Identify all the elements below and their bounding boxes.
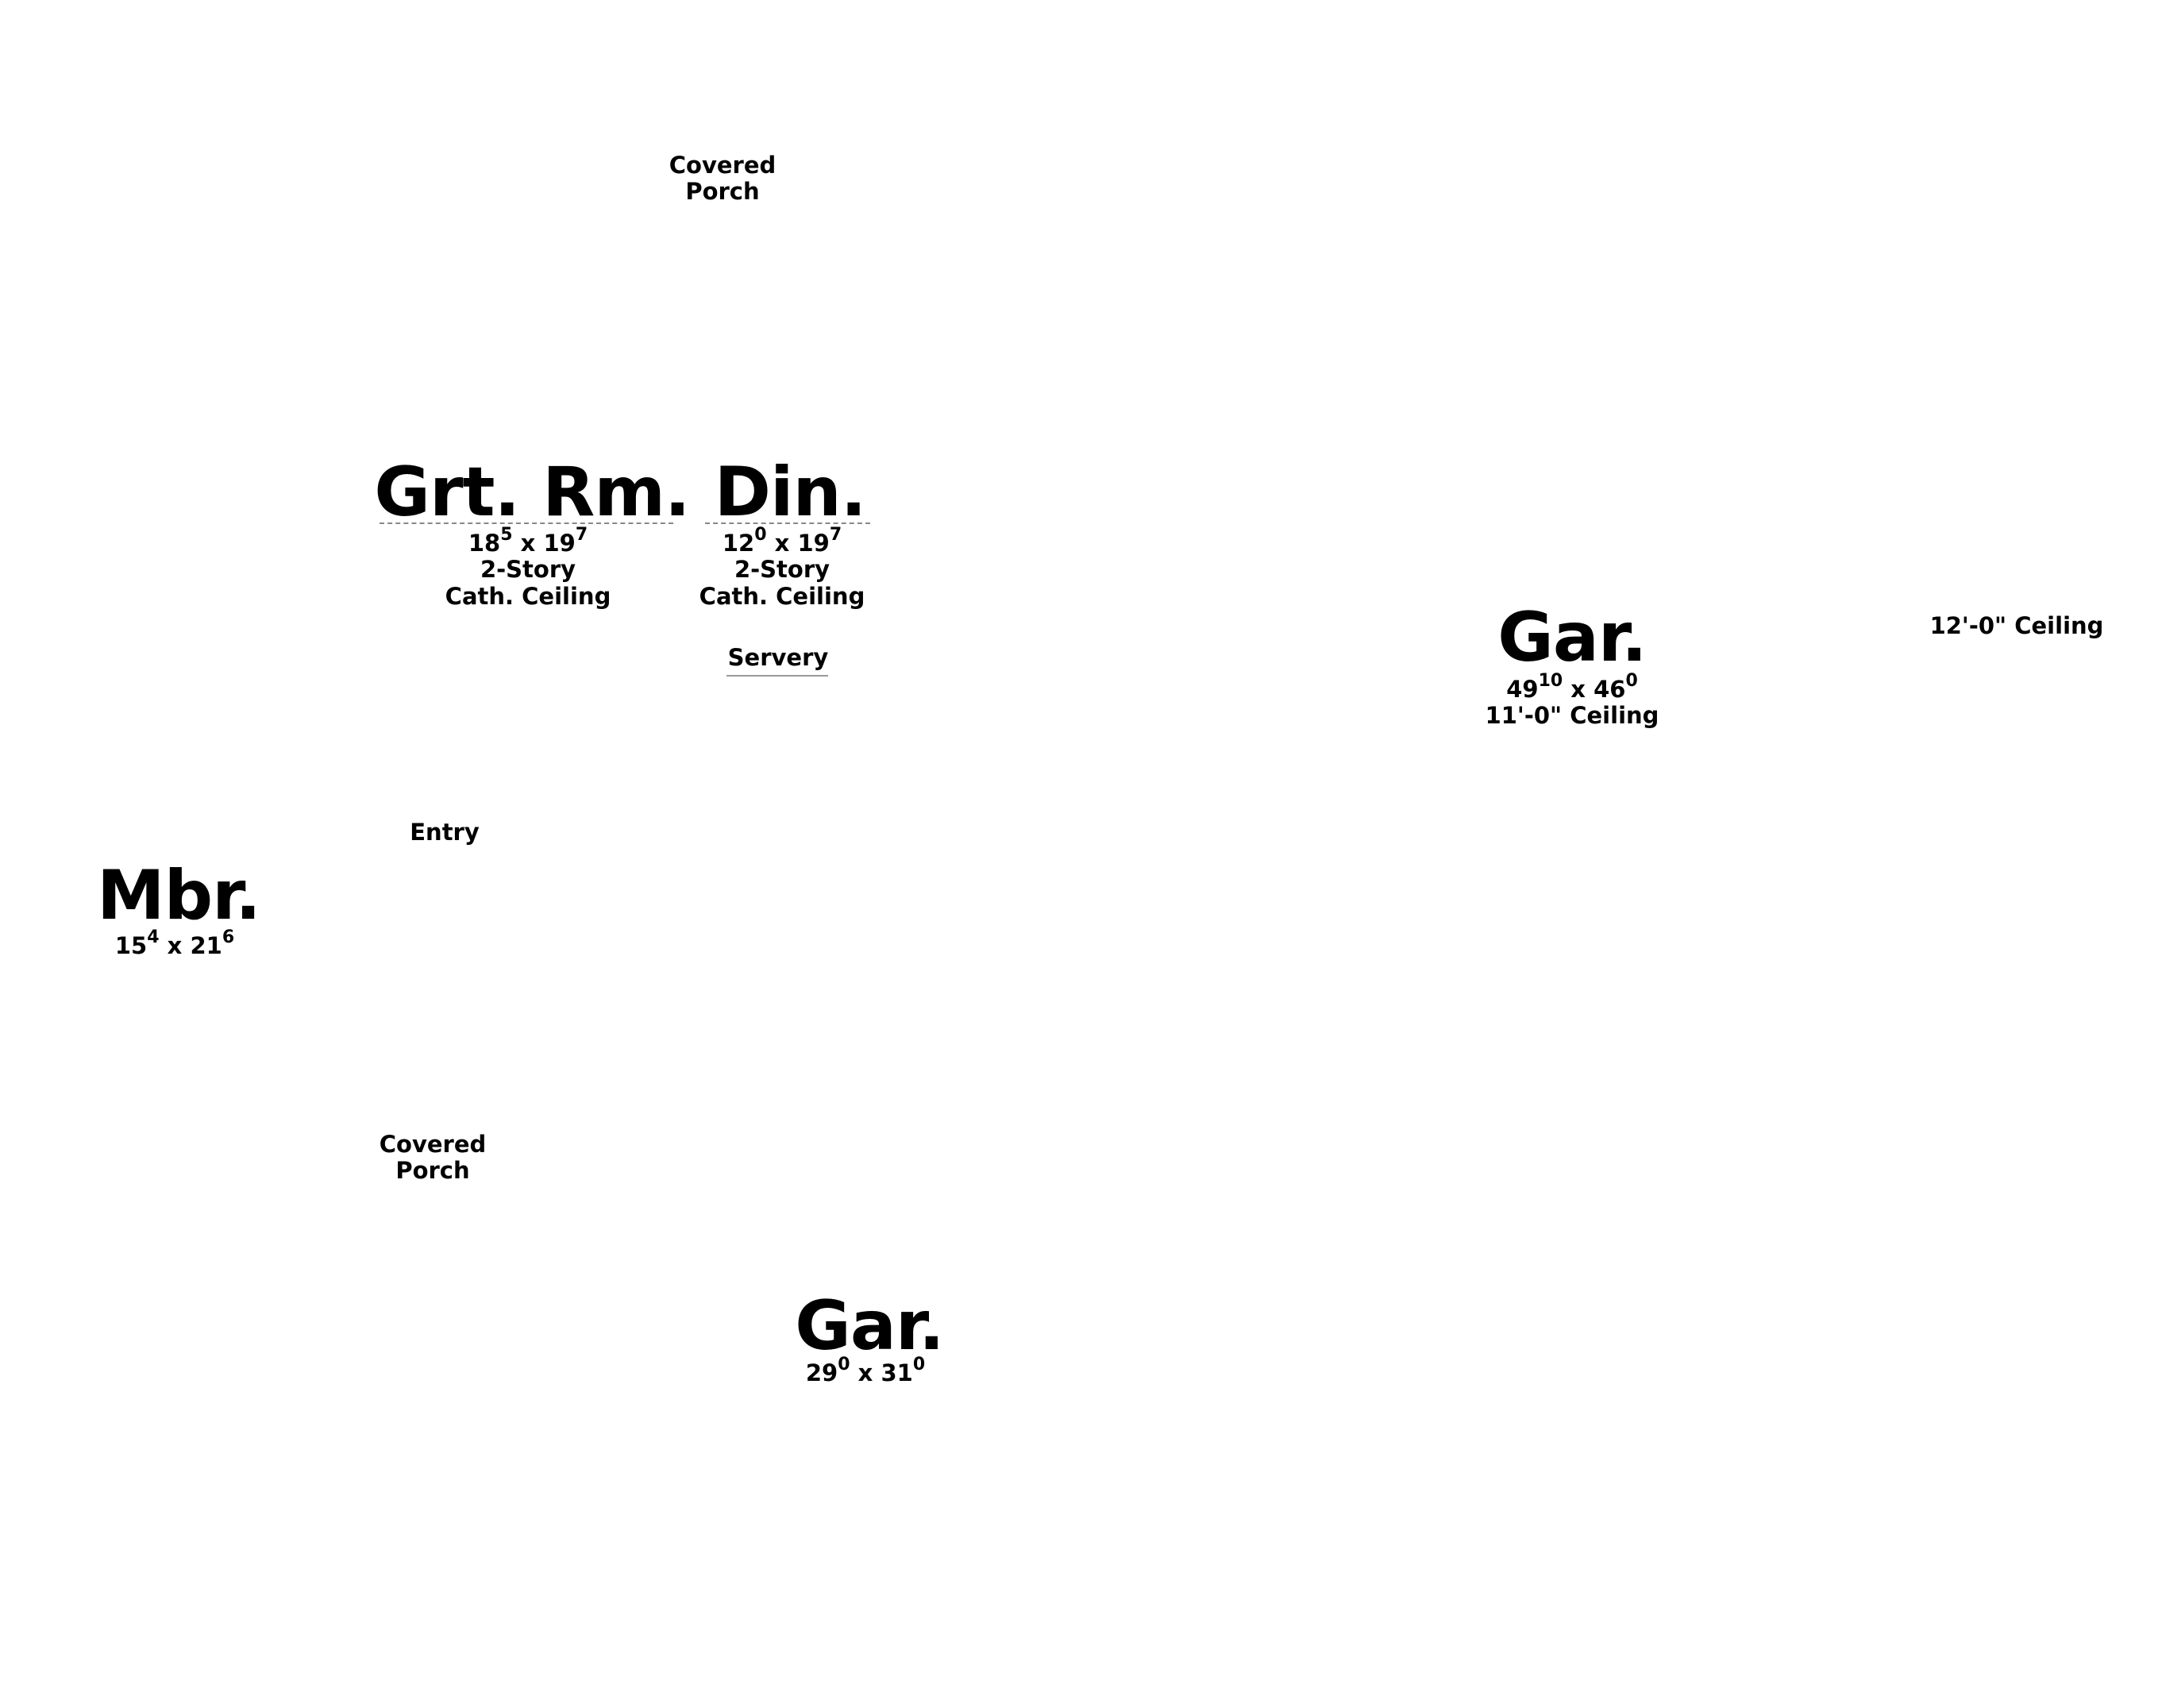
master-bedroom-details: 154 x 216 (95, 929, 254, 959)
dining-name: Din. (714, 453, 867, 532)
garage-small-details: 290 x 310 (782, 1356, 949, 1386)
garage-large-length: 46 (1593, 676, 1626, 703)
great-room-note2: Cath. Ceiling (445, 582, 611, 610)
covered-porch-bottom-line2: Porch (395, 1157, 470, 1185)
ceiling-note-right: 12'-0" Ceiling (1929, 612, 2104, 639)
great-room-width: 18 (468, 530, 501, 557)
great-room-length-inches: 7 (575, 525, 588, 545)
garage-small-width: 29 (805, 1359, 838, 1386)
master-bedroom-dimensions: 154 x 216 (114, 929, 234, 959)
great-room-note1: 2-Story (480, 556, 576, 584)
great-room-length: 19 (543, 530, 576, 557)
great-room-width-inches: 5 (500, 525, 513, 545)
covered-porch-top-label: Covered Porch (651, 152, 794, 206)
dining-length: 19 (797, 530, 830, 557)
garage-large-name: Gar. (1497, 598, 1647, 677)
garage-large-note1: 11'-0" Ceiling (1485, 702, 1659, 730)
garage-small-label: Gar. (778, 1292, 961, 1360)
dining-divider (705, 522, 870, 524)
dining-width: 12 (722, 530, 755, 557)
servery-label: Servery (727, 644, 829, 671)
great-room-details: 185 x 197 2-Story Cath. Ceiling (413, 526, 643, 610)
garage-large-width-inches: 10 (1538, 671, 1563, 691)
master-bedroom-length: 21 (190, 932, 222, 959)
garage-large-label: Gar. (1477, 603, 1667, 672)
servery-underline (726, 675, 828, 677)
master-bedroom-width-inches: 4 (147, 927, 160, 947)
covered-porch-bottom-label: Covered Porch (361, 1131, 504, 1185)
great-room-name: Grt. Rm. (374, 453, 690, 532)
dining-length-inches: 7 (829, 525, 842, 545)
master-bedroom-width: 15 (114, 932, 148, 959)
great-room-label: Grt. Rm. (373, 458, 691, 526)
covered-porch-top-line2: Porch (685, 178, 760, 206)
covered-porch-bottom-line1: Covered (379, 1131, 487, 1158)
master-bedroom-label: Mbr. (87, 862, 270, 930)
dining-details: 120 x 197 2-Story Cath. Ceiling (683, 526, 881, 610)
dining-times: x (774, 530, 790, 557)
garage-small-width-inches: 0 (838, 1355, 850, 1374)
garage-large-width: 49 (1506, 676, 1539, 703)
entry-label: Entry (410, 819, 480, 846)
dining-width-inches: 0 (754, 525, 767, 545)
garage-small-length: 31 (881, 1359, 913, 1386)
garage-small-dimensions: 290 x 310 (805, 1356, 925, 1386)
master-bedroom-name: Mbr. (97, 856, 261, 935)
garage-small-times: x (857, 1359, 873, 1386)
master-bedroom-times: x (167, 932, 183, 959)
garage-small-name: Gar. (795, 1286, 944, 1366)
garage-large-details: 4910 x 460 11'-0" Ceiling (1469, 673, 1675, 730)
great-room-dimensions: 185 x 197 (468, 526, 588, 557)
dining-note2: Cath. Ceiling (699, 582, 865, 610)
garage-large-times: x (1570, 676, 1586, 703)
covered-porch-top-line1: Covered (669, 152, 776, 179)
great-room-divider (380, 522, 673, 524)
garage-small-length-inches: 0 (912, 1355, 926, 1374)
dining-note1: 2-Story (734, 556, 830, 584)
master-bedroom-length-inches: 6 (222, 927, 235, 947)
garage-large-dimensions: 4910 x 460 (1506, 673, 1638, 703)
great-room-times: x (520, 530, 536, 557)
dining-label: Din. (699, 458, 881, 526)
garage-large-length-inches: 0 (1625, 671, 1638, 691)
dining-dimensions: 120 x 197 (722, 526, 842, 557)
